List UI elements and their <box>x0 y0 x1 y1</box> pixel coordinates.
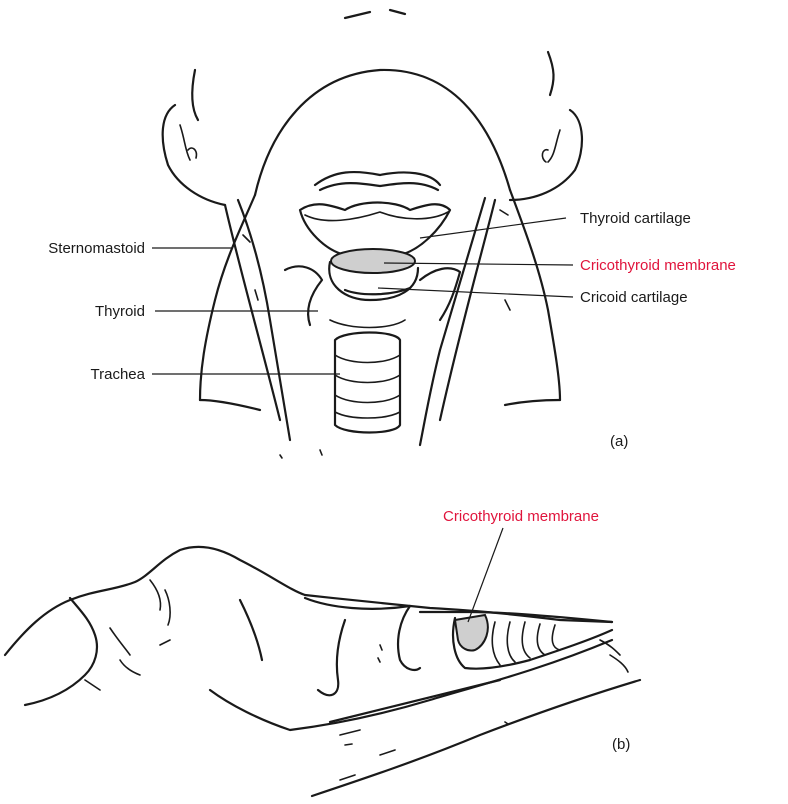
panel-a-illustration <box>163 10 582 458</box>
label-cricothyroid-membrane-b: Cricothyroid membrane <box>443 508 599 525</box>
panel-label-a: (a) <box>610 433 628 450</box>
panel-label-b: (b) <box>612 736 630 753</box>
leader-cricothyroid-membrane-b <box>468 528 503 622</box>
label-thyroid: Thyroid <box>95 303 145 320</box>
label-thyroid-cartilage: Thyroid cartilage <box>580 210 691 227</box>
label-trachea: Trachea <box>91 366 146 383</box>
panel-a-labels: Sternomastoid Thyroid Trachea Thyroid ca… <box>48 210 736 450</box>
label-sternomastoid: Sternomastoid <box>48 240 145 257</box>
panel-b-illustration <box>5 547 640 796</box>
leader-thyroid-cartilage <box>420 218 566 238</box>
label-cricothyroid-membrane-a: Cricothyroid membrane <box>580 257 736 274</box>
label-cricoid-cartilage: Cricoid cartilage <box>580 289 688 306</box>
